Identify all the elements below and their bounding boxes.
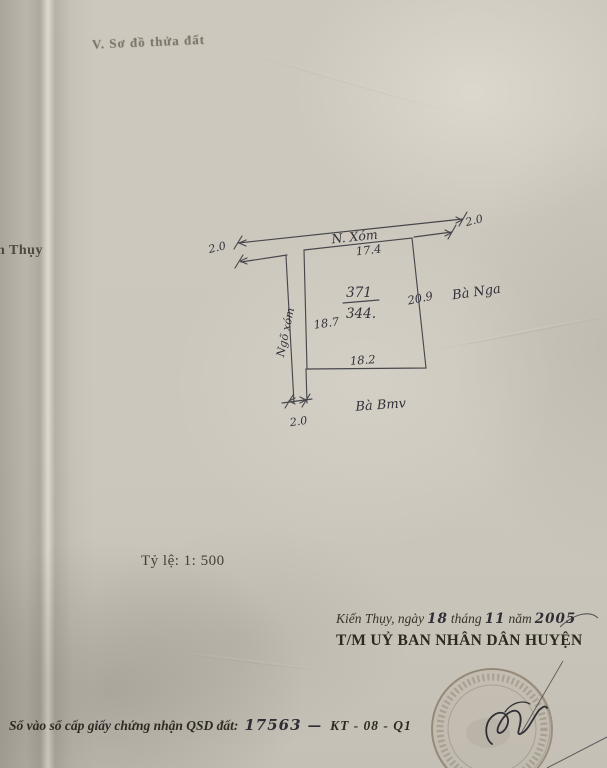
footer-separator: — bbox=[307, 718, 323, 734]
place-date-prefix: Kiến Thụy, ngày bbox=[336, 611, 425, 626]
day-value: 18 bbox=[427, 611, 448, 627]
footer-prefix: Sổ vào sổ cấp giấy chứng nhận QSD đất: bbox=[9, 718, 239, 733]
year-value: 2005 bbox=[534, 611, 577, 627]
year-label: năm bbox=[508, 611, 532, 626]
left-edge-text-fragment: n Thụy bbox=[0, 243, 43, 258]
month-value: 11 bbox=[484, 611, 506, 627]
footer-code: KT - 08 - Q1 bbox=[330, 718, 412, 733]
book-number: 17563 bbox=[244, 716, 302, 734]
scale-label: Tỷ lệ: 1: 500 bbox=[141, 553, 225, 569]
registration-footer: Sổ vào sổ cấp giấy chứng nhận QSD đất: 17… bbox=[9, 716, 429, 734]
month-label: tháng bbox=[450, 611, 482, 626]
authority-title: T/M UỶ BAN NHÂN DÂN HUYỆN bbox=[336, 632, 583, 649]
